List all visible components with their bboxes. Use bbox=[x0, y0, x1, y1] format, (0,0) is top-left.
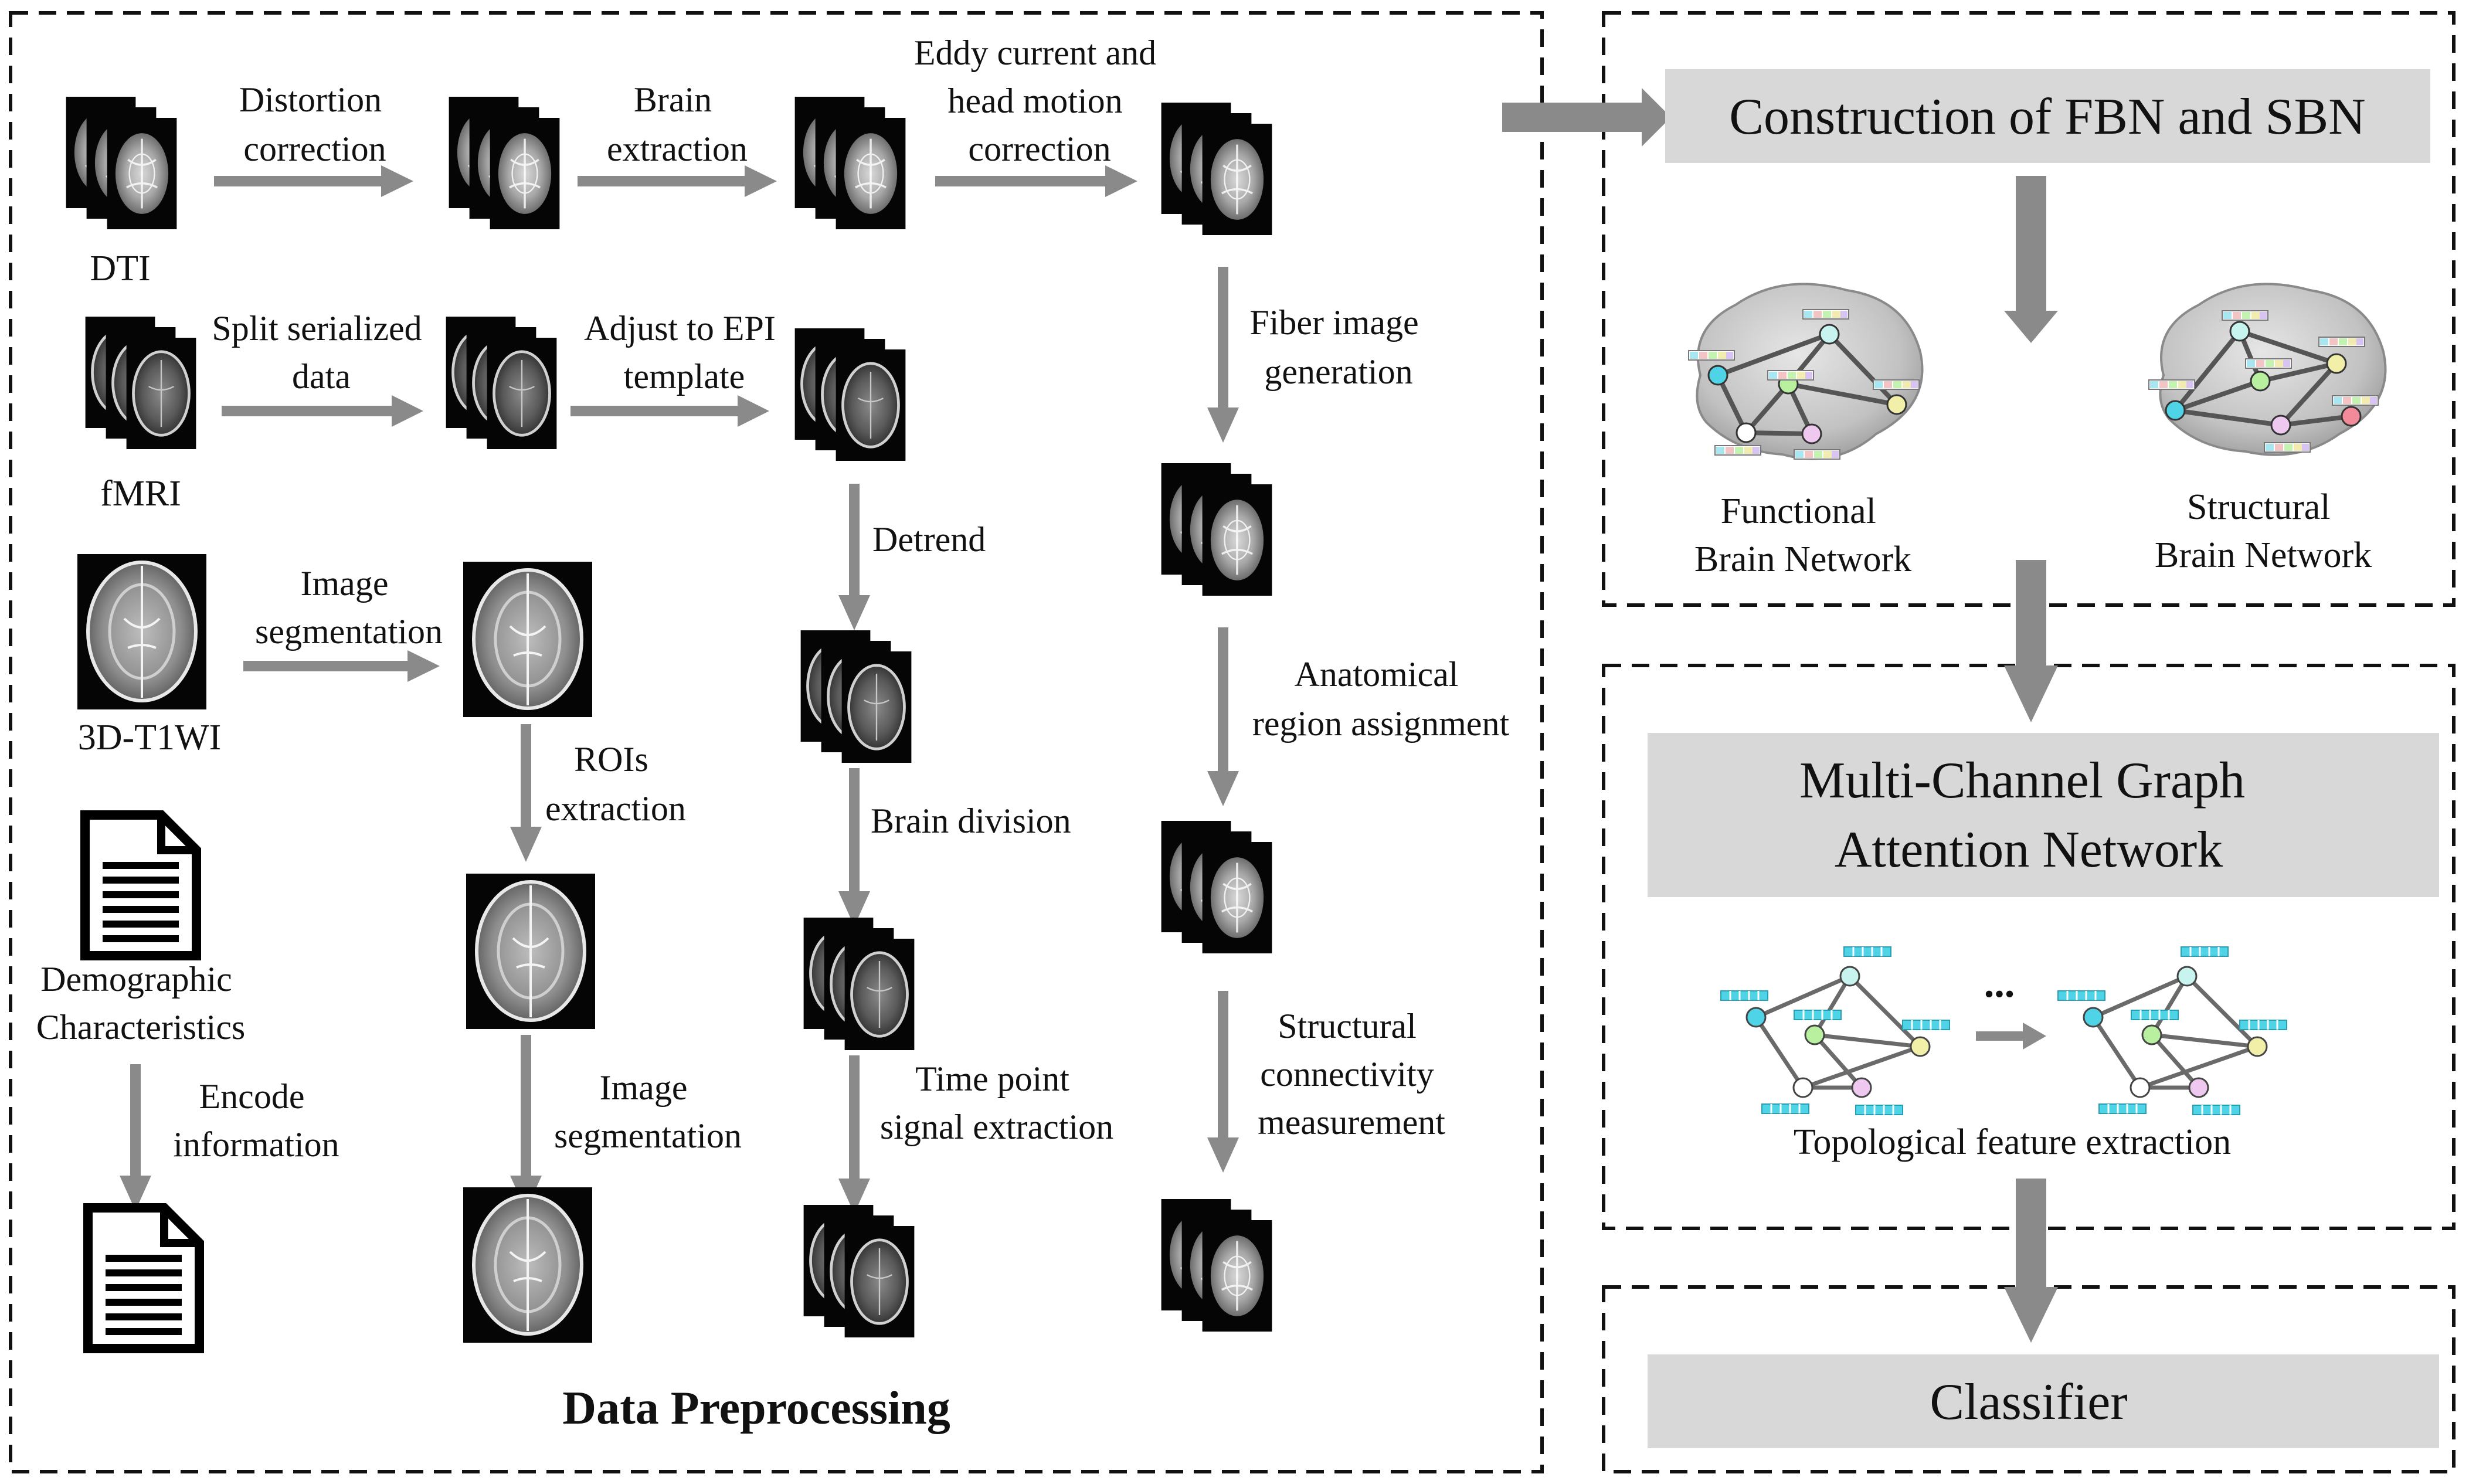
anatomical-region-arrow bbox=[1207, 627, 1239, 806]
construction-to-gat-arrow bbox=[2004, 560, 2058, 722]
preprocessing-title: Data Preprocessing bbox=[562, 1383, 950, 1434]
rois-extraction-label: ROIs extraction bbox=[545, 740, 686, 828]
fiber-generation-arrow bbox=[1207, 267, 1239, 443]
time-point-arrow bbox=[838, 1055, 870, 1214]
fmri-epi-adjusted-stack bbox=[795, 328, 906, 461]
eddy-correction-arrow bbox=[935, 165, 1137, 197]
anatomical-region-label: Anatomical region assignment bbox=[1252, 655, 1510, 743]
t1-segmentation-2-label: Image segmentation bbox=[554, 1068, 742, 1155]
preprocessing-panel bbox=[9, 11, 1544, 1473]
fmri-signal-stack bbox=[804, 1205, 915, 1337]
dti-label: DTI bbox=[90, 249, 150, 288]
dti-brain-extracted-stack bbox=[795, 97, 906, 229]
classifier-banner bbox=[1648, 1354, 2439, 1448]
demographic-document-icon bbox=[85, 815, 196, 956]
demographic-label: Demographic Characteristics bbox=[36, 960, 246, 1047]
dti-fiber-stack bbox=[1162, 463, 1272, 596]
adjust-epi-label: Adjust to EPI template bbox=[584, 309, 784, 396]
brain-division-label: Brain division bbox=[871, 802, 1071, 840]
dti-eddy-corrected-stack bbox=[1162, 103, 1272, 235]
to-construction-arrow bbox=[1502, 88, 1671, 147]
fmri-detrended-stack bbox=[801, 630, 912, 763]
t1-segmented-image bbox=[463, 562, 592, 717]
detrend-arrow bbox=[838, 484, 870, 630]
gat-inner-arrow bbox=[1976, 1023, 2046, 1050]
t1-segmentation-2-arrow bbox=[510, 1035, 542, 1211]
eddy-correction-label: Eddy current and head motion correction bbox=[914, 33, 1165, 168]
construction-title: Construction of FBN and SBN bbox=[1729, 89, 2365, 145]
brain-division-arrow bbox=[838, 768, 870, 926]
adjust-epi-arrow bbox=[570, 395, 769, 427]
construction-banner bbox=[1665, 69, 2430, 163]
distortion-correction-label: Distortion correction bbox=[239, 80, 390, 168]
time-point-label: Time point signal extraction bbox=[880, 1059, 1113, 1146]
fmri-label: fMRI bbox=[100, 474, 181, 514]
t1-segmentation-arrow bbox=[243, 650, 440, 682]
fiber-generation-label: Fiber image generation bbox=[1249, 303, 1427, 391]
structural-brain-network bbox=[2148, 283, 2387, 456]
dti-connectivity-stack bbox=[1162, 1199, 1272, 1332]
distortion-correction-arrow bbox=[214, 165, 413, 197]
gat-title: Multi-Channel Graph Attention Network bbox=[1799, 752, 2258, 878]
dti-distortion-corrected-stack bbox=[449, 97, 560, 229]
classifier-title: Classifier bbox=[1930, 1374, 2127, 1431]
construction-down-arrow bbox=[2004, 176, 2058, 343]
brain-extraction-arrow bbox=[578, 165, 777, 197]
detrend-label: Detrend bbox=[872, 520, 986, 559]
encode-information-arrow bbox=[120, 1064, 151, 1211]
gat-ellipsis: ... bbox=[1984, 961, 2015, 1006]
gat-caption: Topological feature extraction bbox=[1794, 1122, 2231, 1162]
gat-input-graph bbox=[1721, 947, 1950, 1115]
t1-image bbox=[77, 554, 206, 709]
structural-connectivity-label: Structural connectivity measurement bbox=[1258, 1007, 1445, 1142]
gat-banner bbox=[1648, 733, 2439, 897]
structural-network-label: Structural Brain Network bbox=[2155, 487, 2372, 575]
functional-brain-network bbox=[1688, 283, 1924, 460]
gat-output-graph bbox=[2058, 947, 2287, 1115]
structural-connectivity-arrow bbox=[1207, 991, 1239, 1173]
fmri-split-stack bbox=[446, 317, 557, 449]
split-data-arrow bbox=[222, 395, 423, 427]
fmri-image-stack bbox=[86, 317, 196, 449]
brain-extraction-label: Brain extraction bbox=[607, 80, 748, 168]
dti-image-stack bbox=[66, 97, 177, 229]
rois-extraction-arrow bbox=[510, 724, 542, 862]
encode-information-label: Encode information bbox=[173, 1077, 339, 1164]
t1-label: 3D-T1WI bbox=[78, 718, 221, 758]
t1-segmentation-label: Image segmentation bbox=[255, 564, 443, 651]
functional-network-label: Functional Brain Network bbox=[1694, 491, 1911, 579]
dti-anatomical-stack bbox=[1162, 821, 1272, 953]
encoded-document-icon bbox=[88, 1208, 199, 1349]
fmri-divided-stack bbox=[804, 918, 915, 1050]
gat-to-classifier-arrow bbox=[2004, 1179, 2058, 1343]
t1-rois-image bbox=[466, 874, 595, 1029]
split-data-label: Split serialized data bbox=[212, 309, 430, 396]
t1-final-segmented-image bbox=[463, 1187, 592, 1343]
